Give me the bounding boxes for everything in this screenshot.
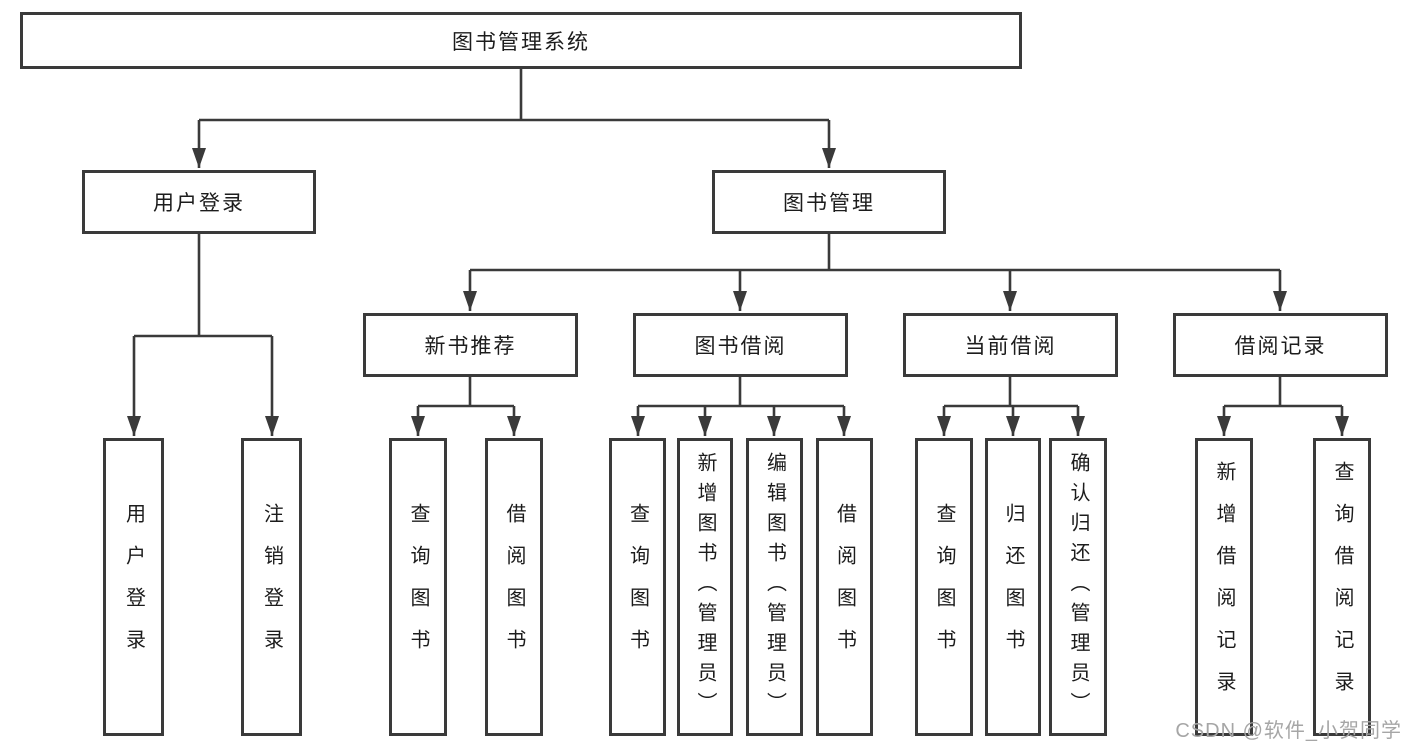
- node-root-system: 图书管理系统: [20, 12, 1022, 69]
- node-borrow-records: 借阅记录: [1173, 313, 1388, 377]
- node-current-borrow: 当前借阅: [903, 313, 1118, 377]
- leaf-borrow-borrow-book: 借阅图书: [816, 438, 873, 736]
- leaf-current-return-book: 归还图书: [985, 438, 1041, 736]
- node-book-borrow: 图书借阅: [633, 313, 848, 377]
- leaf-current-query-book-label: 查询图书: [933, 503, 955, 671]
- node-book-management: 图书管理: [712, 170, 946, 234]
- node-user-login: 用户登录: [82, 170, 316, 234]
- node-root-label: 图书管理系统: [452, 30, 590, 54]
- csdn-watermark: CSDN @软件_小贺同学: [1175, 720, 1402, 742]
- leaf-current-confirm-return-admin: 确认归还（管理员）: [1049, 438, 1107, 736]
- leaf-newrec-query-book: 查询图书: [389, 438, 447, 736]
- leaf-user-login: 用户登录: [103, 438, 164, 736]
- leaf-records-query-record: 查询借阅记录: [1313, 438, 1371, 736]
- leaf-records-query-record-label: 查询借阅记录: [1331, 461, 1353, 713]
- leaf-logout-label: 注销登录: [260, 503, 283, 671]
- leaf-user-login-label: 用户登录: [122, 503, 145, 671]
- leaf-current-return-book-label: 归还图书: [1002, 503, 1024, 671]
- leaf-borrow-edit-book-admin-label: 编辑图书（管理员）: [763, 452, 786, 722]
- node-book-borrow-label: 图书借阅: [694, 335, 787, 358]
- leaf-borrow-add-book-admin: 新增图书（管理员）: [677, 438, 733, 736]
- leaf-current-query-book: 查询图书: [915, 438, 973, 736]
- node-new-book-recommend: 新书推荐: [363, 313, 578, 377]
- leaf-borrow-add-book-admin-label: 新增图书（管理员）: [694, 452, 716, 722]
- leaf-borrow-query-book-label: 查询图书: [626, 503, 649, 671]
- leaf-records-add-record-label: 新增借阅记录: [1213, 461, 1235, 713]
- node-new-book-recommend-label: 新书推荐: [424, 335, 517, 358]
- leaf-newrec-borrow-book-label: 借阅图书: [503, 503, 525, 671]
- leaf-borrow-edit-book-admin: 编辑图书（管理员）: [746, 438, 803, 736]
- leaf-logout: 注销登录: [241, 438, 302, 736]
- leaf-newrec-borrow-book: 借阅图书: [485, 438, 543, 736]
- leaf-borrow-query-book: 查询图书: [609, 438, 666, 736]
- leaf-records-add-record: 新增借阅记录: [1195, 438, 1253, 736]
- node-borrow-records-label: 借阅记录: [1234, 335, 1327, 358]
- node-current-borrow-label: 当前借阅: [964, 335, 1057, 358]
- leaf-newrec-query-book-label: 查询图书: [407, 503, 429, 671]
- node-user-login-label: 用户登录: [153, 192, 245, 215]
- node-book-management-label: 图书管理: [783, 192, 875, 215]
- leaf-current-confirm-return-admin-label: 确认归还（管理员）: [1067, 452, 1089, 722]
- leaf-borrow-borrow-book-label: 借阅图书: [833, 503, 856, 671]
